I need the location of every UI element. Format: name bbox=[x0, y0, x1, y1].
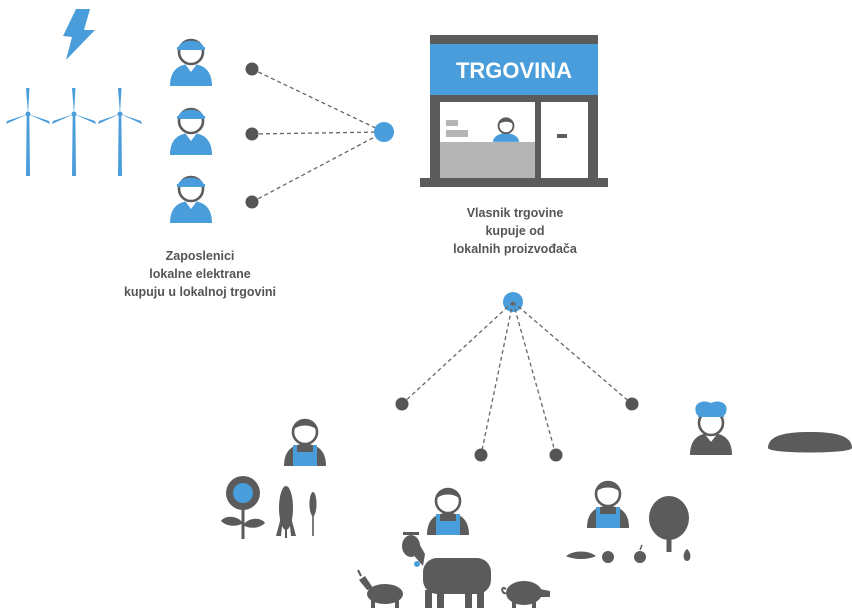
worker-icon bbox=[168, 38, 214, 88]
workers-caption-line: Zaposlenici bbox=[165, 249, 235, 263]
wheat-icon bbox=[309, 492, 317, 536]
tree-icon bbox=[649, 496, 689, 552]
workers-caption: Zaposlenici lokalne elektrane kupuju u l… bbox=[100, 247, 300, 301]
wind-turbine-icon bbox=[98, 88, 142, 176]
owner-caption-line: kupuje od bbox=[485, 224, 545, 238]
bread-icon bbox=[768, 432, 852, 453]
cow-icon bbox=[402, 532, 491, 608]
owner-caption-line: lokalnih proizvođača bbox=[453, 242, 577, 256]
workers-caption-line: kupuju u lokalnoj trgovini bbox=[123, 285, 277, 299]
workers-caption-line: lokalne elektrane bbox=[149, 267, 251, 281]
worker-icon bbox=[168, 107, 214, 157]
sunflower-icon bbox=[221, 476, 265, 539]
lightning-icon bbox=[63, 9, 95, 60]
farmer-icon bbox=[585, 480, 631, 530]
connector-node bbox=[395, 397, 409, 411]
owner-caption: Vlasnik trgovine kupuje od lokalnih proi… bbox=[420, 204, 610, 258]
shopkeeper-icon bbox=[492, 117, 520, 142]
worker-connectors bbox=[251, 68, 385, 203]
connector-node bbox=[245, 195, 259, 209]
corn-icon bbox=[276, 486, 296, 538]
producer-connectors bbox=[401, 301, 633, 456]
wind-turbine-icon bbox=[52, 88, 96, 176]
farmer-icon bbox=[425, 487, 471, 537]
connector-node bbox=[245, 62, 259, 76]
wind-turbine-icon bbox=[6, 88, 50, 176]
goat-icon bbox=[357, 569, 403, 608]
store-icon: TRGOVINA bbox=[420, 35, 608, 187]
connector-node bbox=[625, 397, 639, 411]
pig-icon bbox=[501, 581, 550, 608]
owner-caption-line: Vlasnik trgovine bbox=[466, 206, 564, 220]
baker-icon bbox=[690, 401, 732, 455]
connector-node bbox=[245, 127, 259, 141]
hub-node bbox=[374, 122, 394, 142]
worker-icon bbox=[168, 175, 214, 225]
farmer-icon bbox=[282, 418, 328, 468]
vegetables-icon bbox=[566, 544, 691, 563]
connector-node bbox=[474, 448, 488, 462]
store-sign: TRGOVINA bbox=[456, 58, 572, 83]
connector-node bbox=[549, 448, 563, 462]
